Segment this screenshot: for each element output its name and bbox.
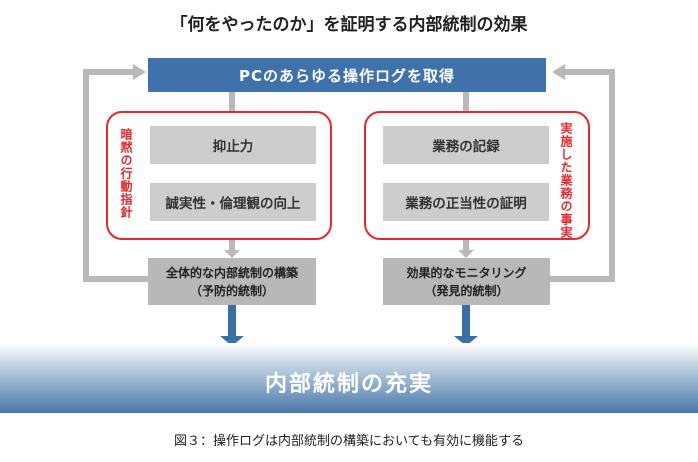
right-item-2: 業務の正当性の証明	[383, 183, 549, 221]
right-side-label: 実施した業務の事実	[559, 122, 573, 239]
left-side-label: 暗黙の行動指針	[119, 128, 133, 219]
right-feedback-arrowhead	[552, 64, 565, 80]
right-blue-arrowhead	[454, 336, 478, 346]
top-bar: PCのあらゆる操作ログを取得	[148, 58, 546, 92]
right-result-box: 効果的なモニタリング （発見的統制）	[383, 258, 550, 305]
left-item-2: 誠実性・倫理観の向上	[150, 183, 316, 221]
figure-caption: 図３：操作ログは内部統制の構築においても有効に機能する	[174, 434, 524, 449]
left-item-1: 抑止力	[150, 126, 316, 164]
left-blue-arrowhead	[220, 336, 244, 346]
bottom-banner	[0, 343, 698, 413]
diagram-title: 「何をやったのか」を証明する内部統制の効果	[170, 15, 528, 35]
left-result-box: 全体的な内部統制の構築 （予防的統制）	[148, 258, 316, 305]
left-result-line1: 全体的な内部統制の構築	[165, 265, 298, 280]
bottom-banner-text: 内部統制の充実	[264, 372, 433, 397]
right-feedback-loop	[550, 69, 615, 282]
right-result-line1: 効果的なモニタリング	[406, 265, 527, 280]
left-feedback-arrowhead	[133, 64, 146, 80]
right-blue-arrow-shaft	[462, 305, 470, 337]
left-blue-arrow-shaft	[228, 305, 236, 337]
left-feedback-loop	[83, 69, 148, 282]
right-result-line2: （発見的統制）	[424, 283, 509, 298]
right-item-1: 業務の記録	[383, 126, 549, 164]
left-result-line2: （予防的統制）	[189, 283, 274, 298]
right-connector-arrowhead	[458, 250, 474, 258]
left-connector-arrowhead	[224, 250, 240, 258]
